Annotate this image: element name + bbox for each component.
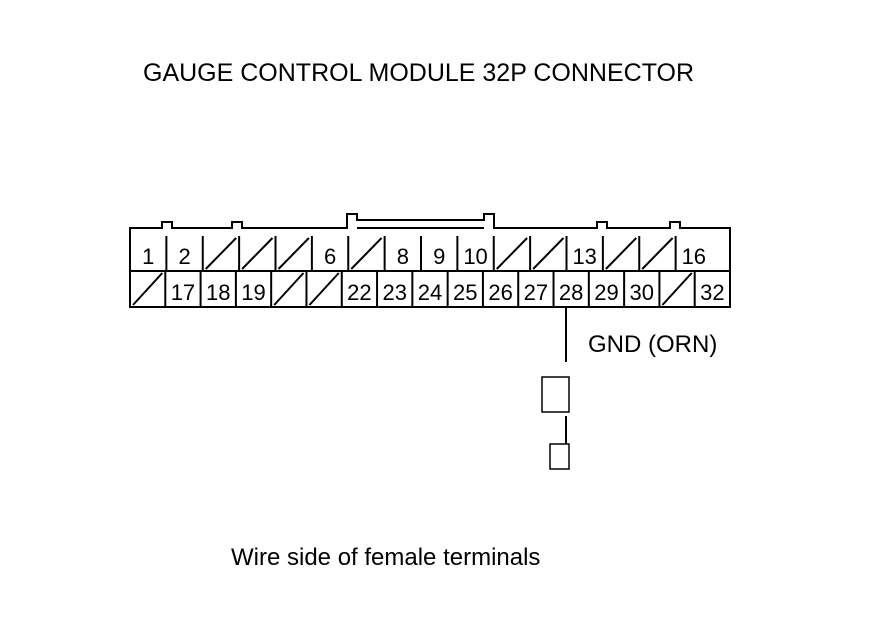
diagram-caption: Wire side of female terminals bbox=[231, 544, 540, 571]
bottom-row-unused-cavity-slash bbox=[661, 272, 693, 306]
top-row-unused-cavity-slash bbox=[496, 237, 528, 270]
pin-25-label: 25 bbox=[453, 280, 477, 305]
diagram-title: GAUGE CONTROL MODULE 32P CONNECTOR bbox=[143, 59, 694, 87]
bottom-row-unused-cavity-slash bbox=[273, 272, 305, 306]
pin-17-label: 17 bbox=[171, 280, 195, 305]
pin-27-label: 27 bbox=[524, 280, 548, 305]
pin-6-label: 6 bbox=[324, 244, 336, 269]
pin-22-label: 22 bbox=[347, 280, 371, 305]
pin-29-label: 29 bbox=[594, 280, 618, 305]
pin-2-label: 2 bbox=[178, 244, 190, 269]
bottom-row-unused-cavity-slash bbox=[132, 272, 164, 306]
pin-1-label: 1 bbox=[142, 244, 154, 269]
pin-18-label: 18 bbox=[206, 280, 230, 305]
terminal-symbol-small bbox=[549, 443, 570, 470]
pin-26-label: 26 bbox=[488, 280, 512, 305]
pin-16-label: 16 bbox=[682, 244, 706, 269]
pin-10-label: 10 bbox=[463, 244, 487, 269]
pin-8-label: 8 bbox=[397, 244, 409, 269]
bottom-row-unused-cavity-slash bbox=[308, 272, 340, 306]
pin-19-label: 19 bbox=[241, 280, 265, 305]
top-row-unused-cavity-slash bbox=[205, 237, 237, 270]
pin-9-label: 9 bbox=[433, 244, 445, 269]
pin-24-label: 24 bbox=[418, 280, 442, 305]
top-row-unused-cavity-slash bbox=[241, 237, 274, 270]
pin-28-label: 28 bbox=[559, 280, 583, 305]
top-row-unused-cavity-slash bbox=[641, 237, 674, 270]
top-row-unused-cavity-slash bbox=[605, 237, 637, 270]
wire-label: GND (ORN) bbox=[588, 331, 717, 358]
pin-23-label: 23 bbox=[382, 280, 406, 305]
terminal-symbol-large bbox=[541, 376, 570, 413]
connector-housing bbox=[129, 213, 731, 308]
bottom-row-cavities: 17 18 19 22 23 24 25 26 27 28 29 30 32 bbox=[132, 271, 725, 307]
top-row-unused-cavity-slash bbox=[350, 237, 383, 270]
pin-13-label: 13 bbox=[572, 244, 596, 269]
top-row-unused-cavity-slash bbox=[532, 237, 565, 270]
pin-30-label: 30 bbox=[630, 280, 654, 305]
pin-32-label: 32 bbox=[700, 280, 724, 305]
top-row-unused-cavity-slash bbox=[277, 237, 310, 270]
